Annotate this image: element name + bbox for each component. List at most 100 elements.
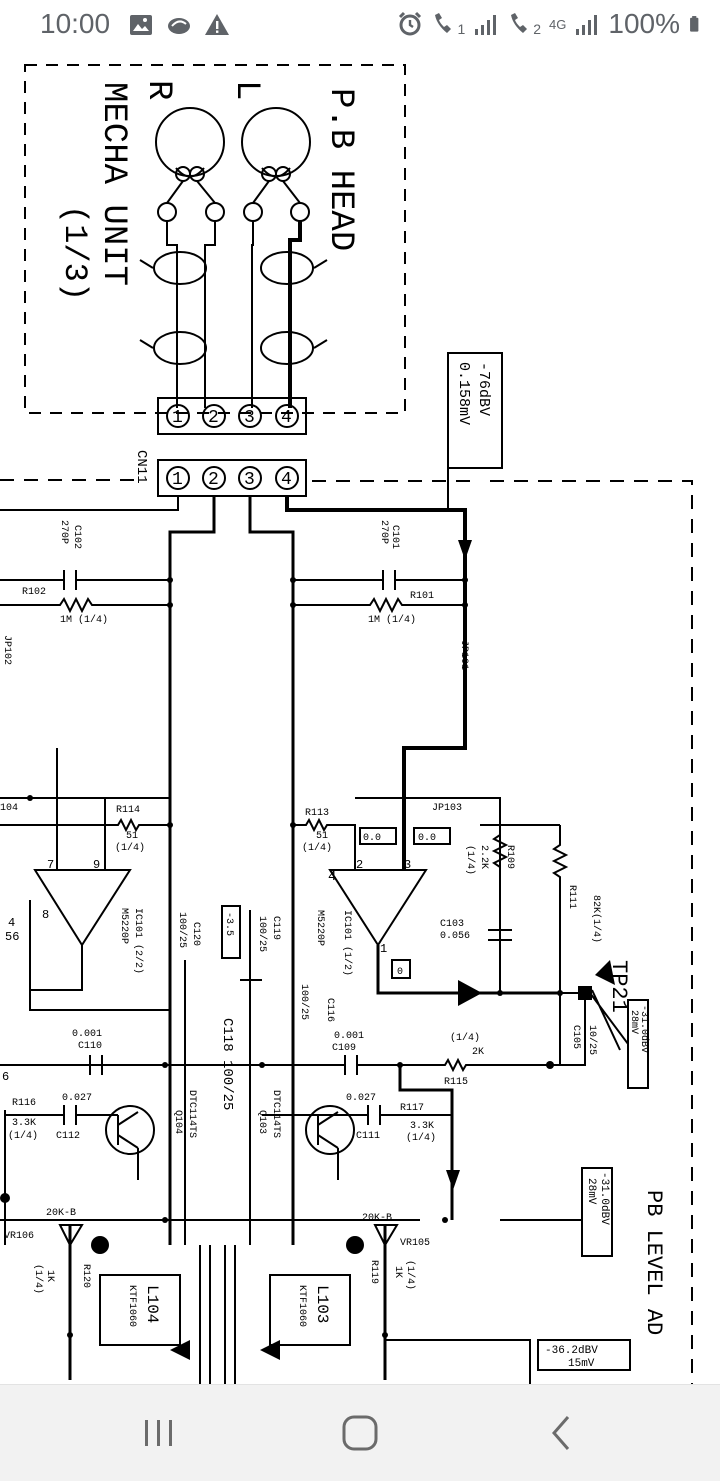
connector-top-pins: 1 2 3 4 (172, 408, 292, 428)
svg-text:C118 100/25: C118 100/25 (219, 1018, 235, 1110)
schematic-viewer[interactable]: P.B HEAD MECHA UNIT (1/3) L R 1 2 3 4 1 … (0, 50, 720, 1384)
mecha-unit-boundary (24, 64, 406, 414)
svg-text:IC101 (2/2): IC101 (2/2) (132, 908, 144, 974)
tp21-level-dbv: -31.0dBV (638, 1005, 650, 1053)
level-box-mid (581, 1167, 613, 1257)
svg-text:DTC114TS: DTC114TS (270, 1090, 281, 1138)
transistor-q104 (105, 1105, 155, 1155)
svg-text:(1/4): (1/4) (464, 845, 476, 875)
svg-text:100/25: 100/25 (298, 984, 310, 1020)
svg-text:0: 0 (397, 967, 403, 978)
svg-text:C116: C116 (324, 998, 335, 1022)
svg-text:3: 3 (244, 408, 255, 428)
svg-text:8: 8 (42, 908, 49, 922)
svg-text:C120: C120 (190, 922, 201, 946)
coil-l104 (99, 1274, 181, 1346)
svg-text:7: 7 (47, 858, 54, 872)
home-icon[interactable] (338, 1411, 382, 1455)
svg-text:10/25: 10/25 (586, 1025, 598, 1055)
status-right: 1 2 4G 100% (397, 8, 706, 40)
svg-text:C109: C109 (332, 1043, 356, 1054)
svg-text:C112: C112 (56, 1131, 80, 1142)
svg-text:C111: C111 (356, 1131, 380, 1142)
battery-icon (690, 16, 699, 32)
svg-text:-3.5: -3.5 (223, 912, 234, 936)
schematic-diagram: P.B HEAD MECHA UNIT (1/3) L R 1 2 3 4 1 … (0, 64, 693, 1384)
svg-text:0.056: 0.056 (440, 931, 470, 942)
network-type: 4G (549, 16, 567, 32)
bottom-level-mv: 15mV (568, 1358, 595, 1370)
bottom-level-dbv: -36.2dBV (545, 1345, 598, 1357)
svg-text:2.2K: 2.2K (478, 845, 489, 869)
svg-text:1M (1/4): 1M (1/4) (60, 614, 108, 626)
component-labels: C101 270P C102 270P R101 1M (1/4) R102 1… (0, 520, 602, 1327)
junction-dots (0, 577, 563, 1338)
recent-apps-icon[interactable] (137, 1411, 181, 1455)
head-level-mv: 0.158mV (455, 362, 472, 425)
svg-text:R116: R116 (12, 1098, 36, 1109)
opamp-ic101b (33, 869, 132, 947)
svg-text:2K: 2K (472, 1047, 484, 1058)
pb-board-boundary (312, 480, 693, 1384)
svg-text:C103: C103 (440, 919, 464, 930)
level-box-bottom (537, 1339, 631, 1371)
svg-text:(1/4): (1/4) (32, 1264, 44, 1294)
svg-text:4: 4 (8, 916, 15, 930)
svg-text:DTC114TS: DTC114TS (186, 1090, 197, 1138)
signal-icon-2 (576, 15, 598, 35)
svg-text:0.0: 0.0 (363, 833, 381, 844)
svg-text:C102: C102 (71, 525, 82, 549)
sim2-label: 2 (533, 21, 542, 37)
status-left-icons (128, 12, 230, 38)
svg-text:R115: R115 (444, 1077, 468, 1088)
svg-text:KTF1060: KTF1060 (126, 1285, 137, 1327)
cn11-label: CN11 (133, 450, 149, 484)
svg-text:1: 1 (172, 470, 183, 490)
back-icon[interactable] (540, 1411, 584, 1455)
svg-text:56: 56 (5, 930, 19, 944)
mid-level-mv: 28mV (585, 1178, 597, 1205)
svg-text:JP103: JP103 (432, 803, 462, 814)
svg-text:51: 51 (126, 831, 138, 842)
svg-text:L103: L103 (313, 1285, 331, 1323)
svg-text:R109: R109 (504, 845, 515, 869)
navigation-bar (0, 1384, 720, 1481)
svg-text:100/25: 100/25 (256, 916, 268, 952)
alarm-icon (399, 11, 422, 36)
svg-text:6: 6 (2, 1070, 9, 1084)
svg-text:0.001: 0.001 (334, 1031, 364, 1042)
status-time: 10:00 (40, 8, 111, 39)
connector-cn11-pins: 1 2 3 4 (172, 470, 292, 490)
svg-text:0.0: 0.0 (418, 833, 436, 844)
svg-text:C105: C105 (570, 1025, 581, 1049)
head-coil-r (155, 107, 225, 182)
svg-text:KTF1060: KTF1060 (296, 1285, 307, 1327)
level-box-head (447, 352, 503, 469)
svg-text:2: 2 (356, 858, 363, 872)
svg-text:Q103: Q103 (256, 1110, 267, 1134)
svg-text:L104: L104 (143, 1285, 161, 1323)
svg-text:Q104: Q104 (172, 1110, 183, 1134)
svg-text:R114: R114 (116, 805, 140, 816)
sim1-label: 1 (457, 21, 466, 37)
svg-text:20K-B: 20K-B (362, 1213, 392, 1224)
svg-text:2: 2 (208, 408, 219, 428)
svg-text:C110: C110 (78, 1041, 102, 1052)
svg-text:M5220P: M5220P (314, 910, 325, 946)
mid-level-dbv: -31.0dBV (598, 1172, 610, 1225)
svg-text:100/25: 100/25 (176, 912, 188, 948)
svg-text:R117: R117 (400, 1103, 424, 1114)
svg-text:C101: C101 (389, 525, 400, 549)
svg-text:0.027: 0.027 (346, 1093, 376, 1104)
svg-text:1K: 1K (44, 1270, 55, 1282)
svg-text:VR106: VR106 (4, 1231, 34, 1242)
svg-text:20K-B: 20K-B (46, 1208, 76, 1219)
head-level-dbv: -76dBV (475, 362, 492, 416)
pb-level-label: PB LEVEL AD (641, 1190, 666, 1335)
wifi-call-icon (435, 13, 452, 33)
svg-text:3: 3 (244, 470, 255, 490)
svg-text:4: 4 (328, 869, 336, 885)
svg-text:(1/4): (1/4) (450, 1032, 480, 1044)
wifi-call-icon-2 (511, 13, 528, 33)
svg-text:1: 1 (172, 408, 183, 428)
